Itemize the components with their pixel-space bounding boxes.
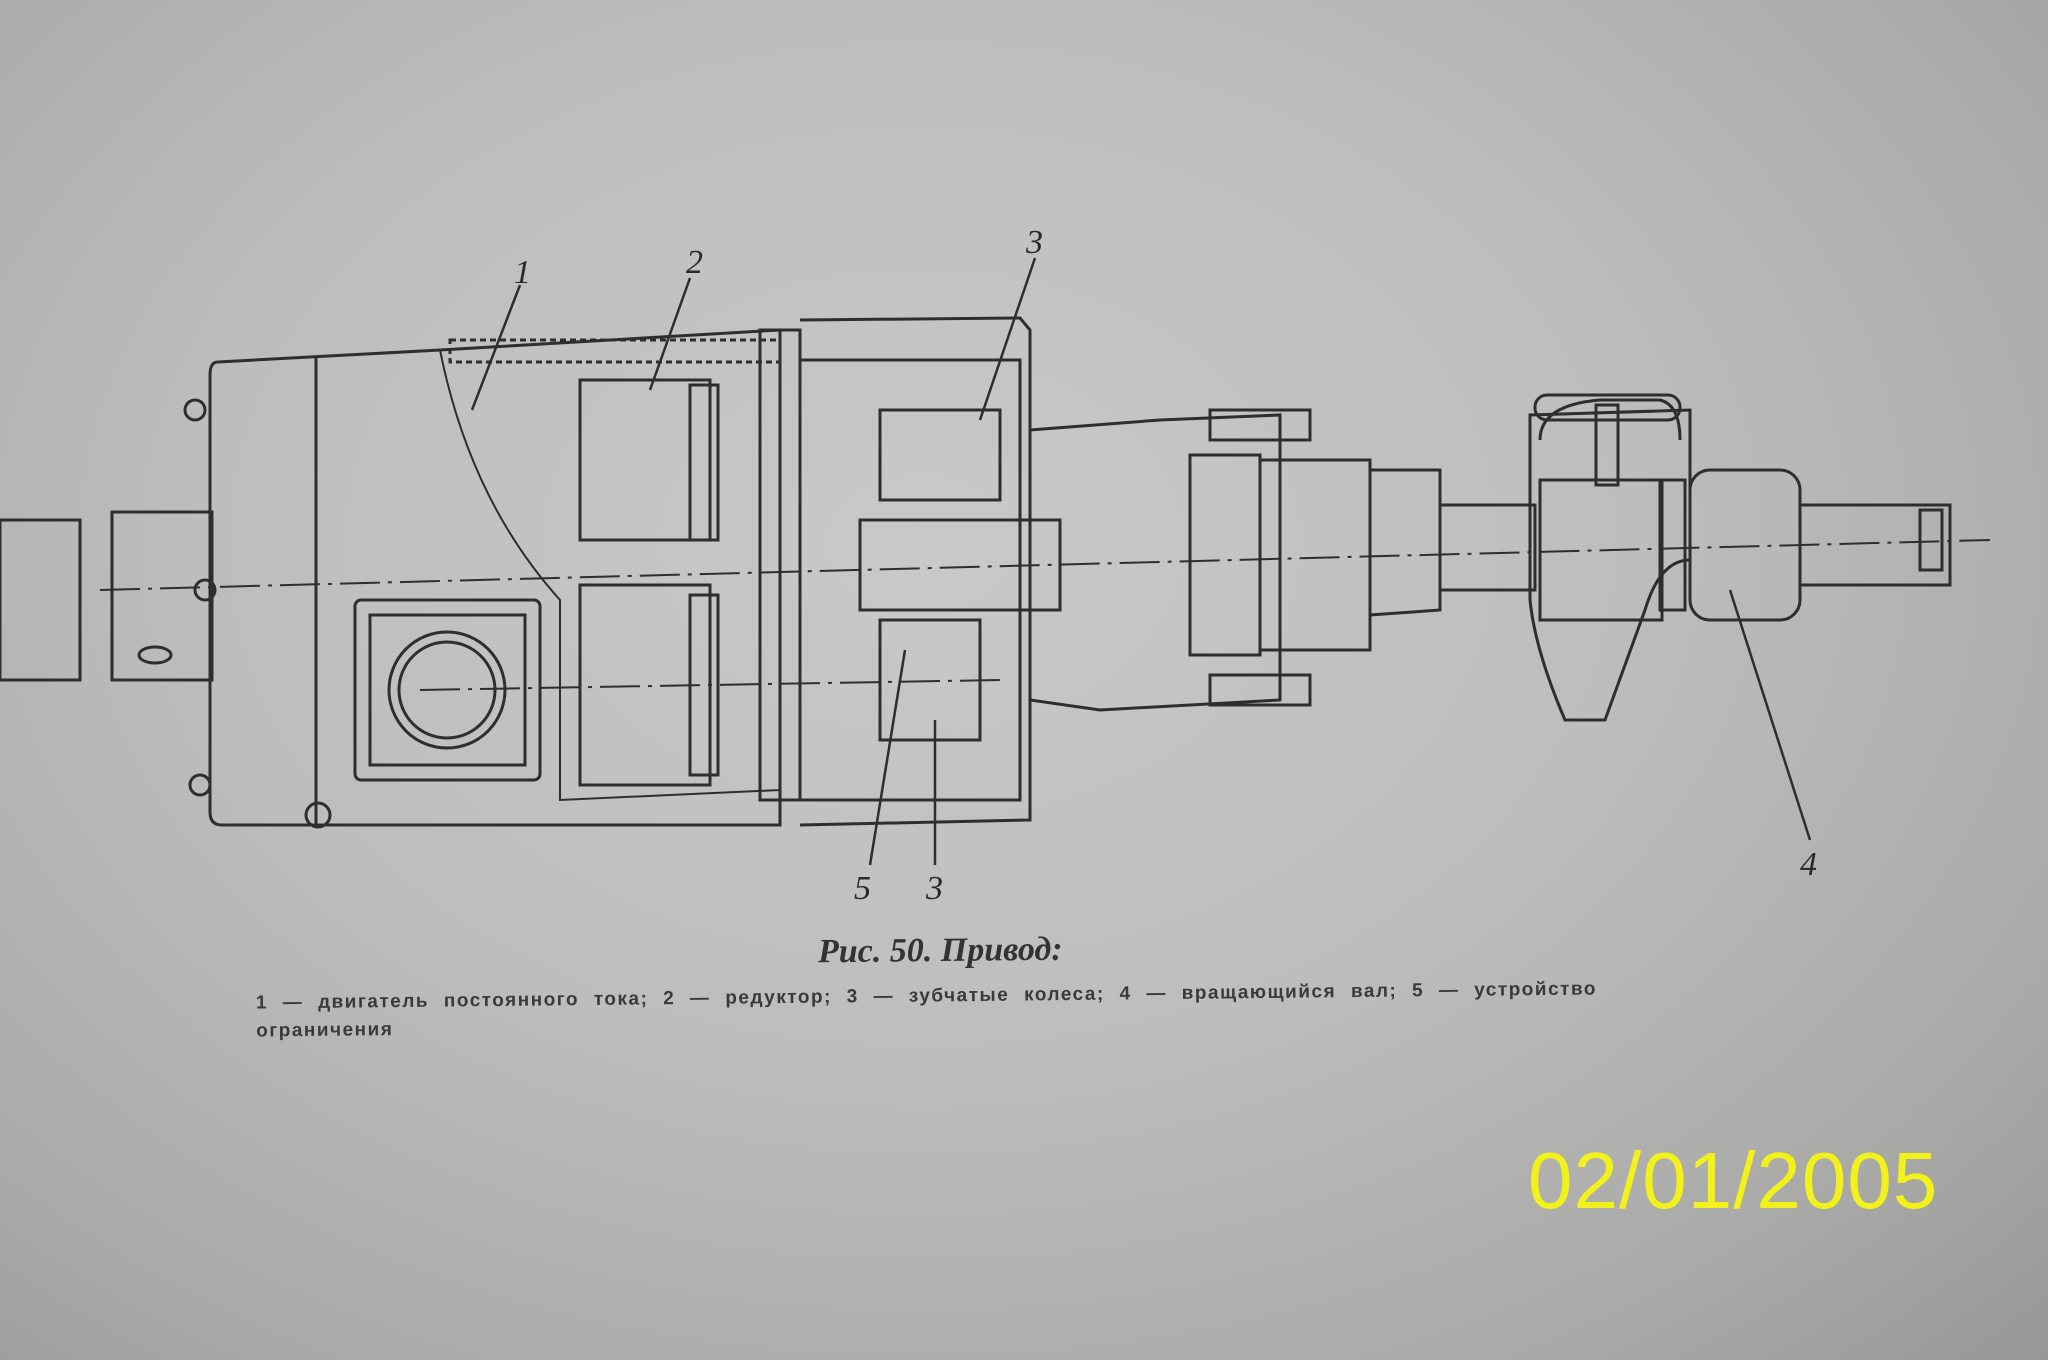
figure-caption-title: Рис. 50. Привод: bbox=[817, 930, 1063, 971]
motor-housing bbox=[99, 328, 1991, 829]
part-label-3-top: 3 bbox=[1026, 224, 1043, 261]
rotating-shaft-coupling bbox=[1528, 393, 1952, 722]
output-shaft-assembly bbox=[858, 408, 1537, 742]
gearbox bbox=[448, 316, 1032, 827]
part-label-1: 1 bbox=[514, 254, 531, 291]
part-label-2: 2 bbox=[686, 244, 703, 281]
part-label-5: 5 bbox=[854, 870, 871, 907]
part-label-3-bottom: 3 bbox=[926, 870, 943, 907]
camera-date-stamp: 02/01/2005 bbox=[1528, 1136, 1939, 1225]
leader-lines bbox=[470, 257, 1812, 866]
part-label-4: 4 bbox=[1800, 846, 1817, 883]
left-shaft bbox=[0, 510, 214, 682]
